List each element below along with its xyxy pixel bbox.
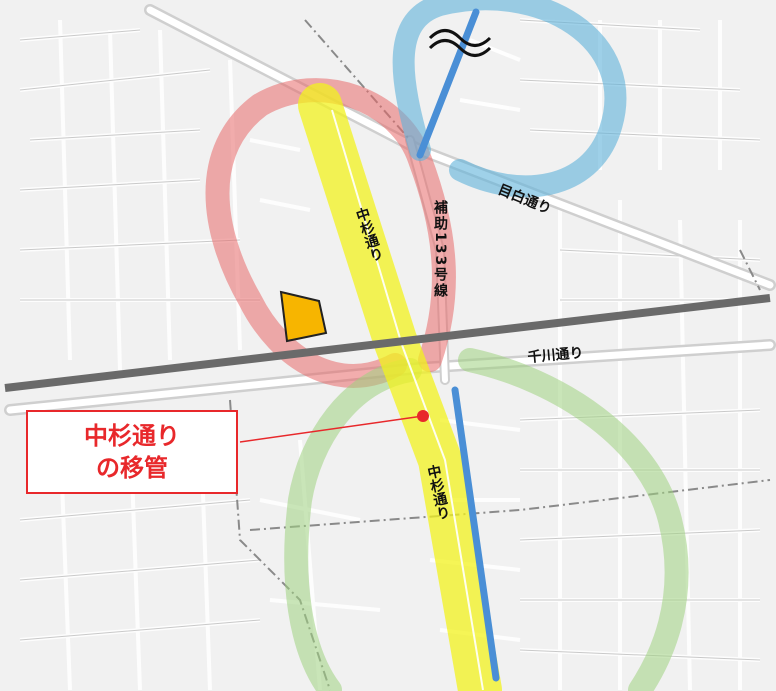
blue-line-lower bbox=[451, 386, 500, 682]
label-senkawa-dori: 千川通り bbox=[527, 344, 584, 366]
wave-icon bbox=[428, 29, 492, 57]
callout-leader bbox=[239, 415, 424, 443]
railway bbox=[4, 294, 771, 392]
street-grid-outline bbox=[19, 19, 761, 661]
green-ring bbox=[284, 348, 689, 691]
site-marker-icon bbox=[279, 290, 328, 343]
nakasugi-route-centerline bbox=[331, 109, 484, 691]
callout-line-2: の移管 bbox=[96, 454, 168, 482]
boundary-lines bbox=[229, 19, 771, 691]
callout-point bbox=[417, 410, 429, 422]
callout-box: 中杉通り の移管 bbox=[26, 410, 238, 494]
callout-line-1: 中杉通り bbox=[84, 421, 180, 450]
district-rings bbox=[205, 0, 689, 691]
nakasugi-route-highlight bbox=[298, 83, 502, 691]
blue-line-upper bbox=[416, 8, 480, 159]
blue-ring bbox=[392, 0, 627, 198]
label-hojo-133: 補助133号線 bbox=[432, 199, 449, 299]
red-ring bbox=[205, 78, 456, 388]
